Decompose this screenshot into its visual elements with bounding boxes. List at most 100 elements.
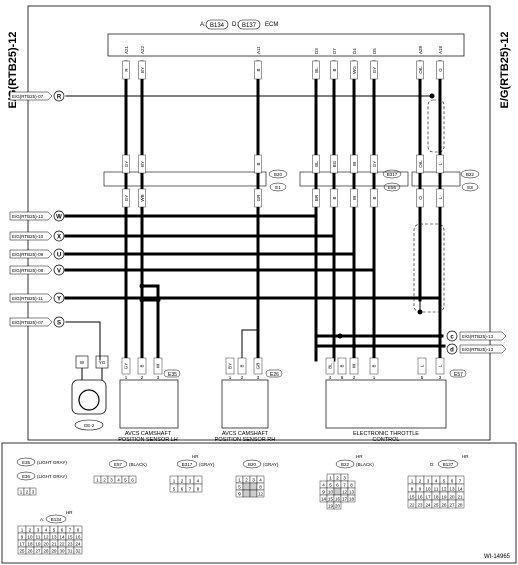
wires bbox=[64, 60, 446, 362]
throttle-pin: 2 bbox=[353, 375, 356, 380]
legend-cell bbox=[256, 489, 265, 498]
legend-cell-label: 9 bbox=[322, 490, 325, 495]
mid-conn-badge bbox=[382, 169, 402, 179]
legend-b134-badge bbox=[45, 514, 67, 524]
throttle-line1: ELECTRONIC THROTTLE bbox=[353, 431, 419, 437]
legend-cell-label: 15 bbox=[67, 535, 73, 540]
legend-cell-label: 20 bbox=[449, 495, 455, 500]
legend-cell-label: 26 bbox=[441, 503, 447, 508]
legend-cell-label: 15 bbox=[328, 497, 334, 502]
legend-cell-label: 11 bbox=[36, 535, 41, 540]
ecm-header: A: B134 D: B137 ECM bbox=[107, 19, 465, 57]
rh-conn: E26 bbox=[270, 372, 279, 378]
mid-band-right bbox=[411, 171, 461, 187]
wire-color-low-box bbox=[312, 188, 320, 208]
ref-left-text: E/G(RTB25)-08 bbox=[12, 268, 44, 273]
wire-color-top-box bbox=[330, 60, 338, 80]
wire-color-low-box bbox=[370, 188, 378, 208]
junction-dot bbox=[139, 297, 145, 303]
ecm-pin-label: A28 bbox=[418, 45, 423, 54]
ref-arrow bbox=[459, 344, 507, 354]
legend-cell-label: 6 bbox=[131, 478, 134, 483]
legend-cell-label: 29 bbox=[51, 549, 57, 554]
mid-conn-badge bbox=[460, 169, 480, 179]
shield-top bbox=[427, 99, 445, 153]
junction-dot bbox=[429, 93, 435, 99]
legend-cell-label: 18 bbox=[349, 497, 355, 502]
legend-cell-label: 1 bbox=[20, 490, 23, 495]
ecm-prefix-a: A: bbox=[200, 22, 206, 28]
ref-arrow bbox=[9, 249, 53, 259]
legend-b20-badge bbox=[242, 459, 262, 469]
ref-left-letter: U bbox=[57, 253, 61, 259]
rh-color-box bbox=[237, 357, 247, 375]
wire-color-top-box bbox=[370, 60, 378, 80]
mid-conn-sub: E56 bbox=[388, 185, 397, 190]
legend-cell bbox=[249, 489, 258, 498]
legend-cell-label: 2 bbox=[336, 476, 339, 481]
legend-cell-label: 3 bbox=[189, 479, 192, 484]
wire-color-mid-box bbox=[350, 154, 358, 174]
legend-cell-label: 32 bbox=[75, 549, 81, 554]
throttle-color-box bbox=[325, 357, 335, 375]
wire-color-top-box bbox=[416, 60, 424, 80]
legend-cell-label: 23 bbox=[417, 503, 423, 508]
wire-color-low-box bbox=[122, 188, 130, 208]
legend-frame bbox=[1, 442, 517, 564]
legend-cell bbox=[242, 489, 251, 498]
mid-conn-id: B22 bbox=[466, 172, 475, 177]
legend-cell-label: 14 bbox=[457, 487, 463, 492]
ref-left-text: E/G(RTB25)-11 bbox=[12, 296, 43, 301]
ref-left-letter: S bbox=[57, 321, 61, 327]
wire-color-low-box bbox=[254, 188, 262, 208]
legend-cell-label: 1 bbox=[173, 479, 176, 484]
legend-e57-badge bbox=[108, 459, 128, 469]
legend-cell-label: 21 bbox=[51, 542, 57, 547]
wire-color-top: BL bbox=[314, 67, 319, 73]
rh-color: B bbox=[240, 364, 245, 367]
throttle-pin: 1 bbox=[373, 375, 376, 380]
legend-cell-label: 6 bbox=[336, 483, 339, 488]
throttle-box bbox=[325, 379, 447, 429]
legend-b137-hr: HR bbox=[462, 454, 469, 459]
lh-pin: 2 bbox=[141, 375, 144, 380]
ref-left-text: E/G(RTB25)-12 bbox=[12, 214, 44, 219]
legend-e35: E35 bbox=[22, 460, 31, 465]
legend-cell-label: 3 bbox=[32, 490, 35, 495]
throttle-pin: 3 bbox=[439, 375, 442, 380]
legend-cell-label: 10 bbox=[27, 535, 33, 540]
legend-cell-label: 1 bbox=[411, 479, 414, 484]
rh-color-box bbox=[253, 357, 263, 375]
wire-color-low: BR bbox=[314, 194, 319, 201]
wire-color-top: OrL bbox=[418, 66, 423, 74]
legend-cell-label: 8 bbox=[350, 483, 353, 488]
component-throttle: E57 ELECTRONIC THROTTLE CONTROL bbox=[325, 369, 467, 443]
wire-color-mid: OrL bbox=[418, 160, 423, 168]
legend-cell-label: 27 bbox=[449, 503, 455, 508]
wire-color-top: B bbox=[332, 68, 337, 71]
wire-color-mid-box bbox=[312, 154, 320, 174]
legend-cell bbox=[242, 482, 251, 491]
legend-cell bbox=[347, 494, 356, 503]
legend-cell-label: 18 bbox=[27, 542, 33, 547]
wire-rh-2 bbox=[241, 329, 259, 361]
ecm-conn-a: B134 bbox=[210, 23, 225, 29]
legend-cell-label: 10 bbox=[328, 490, 334, 495]
ref-right-text: E/G(RTB25)-13 bbox=[462, 347, 494, 352]
legend-cell-label: 2 bbox=[419, 479, 422, 484]
legend-cell-label: 3 bbox=[427, 479, 430, 484]
legend-cell-label: 5 bbox=[329, 483, 332, 488]
legend-cell bbox=[128, 475, 137, 484]
wire-color-top: R bbox=[124, 68, 129, 72]
legend-cell bbox=[249, 482, 258, 491]
legend-cell-label: 26 bbox=[27, 549, 33, 554]
throttle-color-box bbox=[417, 357, 427, 375]
ref-left-letter: R bbox=[57, 95, 62, 101]
mid-conn-sub-badge bbox=[461, 182, 479, 192]
